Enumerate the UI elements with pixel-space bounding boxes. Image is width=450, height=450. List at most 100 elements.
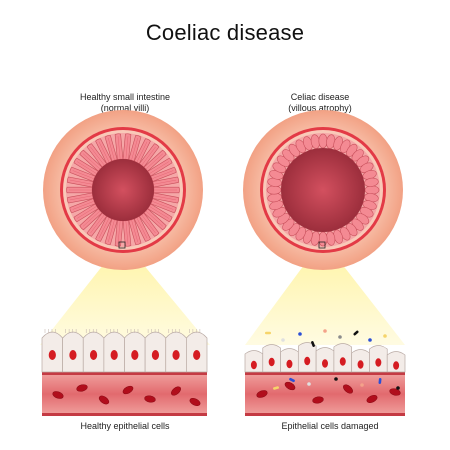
villus-core — [125, 220, 129, 244]
page-title: Coeliac disease — [145, 20, 305, 45]
celiac-heading-line2: (villous atrophy) — [288, 103, 352, 113]
cell-nucleus — [89, 350, 98, 360]
red-blood-cell — [256, 390, 268, 398]
celiac-zoom-marker — [318, 241, 326, 249]
healthy-zoom-cone — [40, 246, 210, 345]
villus-core — [107, 137, 115, 161]
villus-core — [117, 136, 121, 160]
villus-core — [76, 161, 97, 174]
villus-core — [141, 146, 156, 166]
villus-core — [131, 219, 139, 243]
villus-core — [98, 217, 110, 239]
cell-nucleus — [393, 361, 400, 370]
villus-core — [90, 214, 105, 234]
immune-particle — [334, 377, 338, 381]
gluten-fragment — [311, 341, 315, 347]
cell-nucleus — [268, 357, 275, 367]
healthy-cells-caption: Healthy epithelial cells — [80, 421, 170, 431]
villus-core — [117, 220, 121, 244]
healthy-epithelial-cells — [41, 329, 208, 373]
healthy-heading-line2: (normal villi) — [100, 103, 150, 113]
red-blood-cell — [52, 391, 64, 399]
red-blood-cell — [189, 398, 201, 406]
villus-core — [98, 141, 110, 163]
villus-core — [145, 153, 164, 170]
cell-nucleus — [250, 360, 257, 370]
cell-nucleus — [48, 350, 56, 360]
gluten-particles — [265, 329, 400, 390]
red-blood-cell — [171, 386, 181, 396]
cell-nucleus — [110, 350, 118, 360]
atrophied-villi — [266, 133, 380, 247]
gluten-fragment — [273, 386, 279, 390]
short-villus — [318, 231, 328, 247]
healthy-zoom-marker — [118, 241, 126, 249]
gluten-fragment — [265, 331, 271, 335]
immune-particle — [298, 332, 302, 336]
damaged-epithelial-cells — [244, 342, 406, 373]
red-blood-cell — [98, 395, 110, 405]
healthy-heading-line1: Healthy small intestine — [79, 92, 171, 102]
villus-core — [125, 136, 129, 160]
healthy-tissue-strip — [41, 329, 208, 416]
red-blood-cell — [122, 385, 134, 395]
cell-nucleus — [69, 350, 77, 360]
red-blood-cell — [284, 381, 296, 391]
immune-particle — [360, 383, 364, 387]
healthy-lumen — [92, 159, 154, 221]
cell-nucleus — [339, 357, 346, 366]
villus-core — [72, 200, 95, 210]
red-blood-cell — [312, 396, 324, 404]
short-villus — [318, 133, 328, 149]
immune-particle — [338, 335, 342, 339]
villus-core — [90, 146, 105, 166]
red-blood-cell — [76, 384, 88, 392]
villus-core — [141, 214, 156, 234]
celiac-zoom-cone — [245, 246, 405, 345]
cell-nucleus — [375, 358, 382, 367]
cell-nucleus — [151, 350, 160, 360]
healthy-blood-vessel — [42, 372, 207, 416]
cell-nucleus — [357, 360, 364, 369]
immune-particle — [323, 329, 327, 333]
damaged-blood-vessel — [245, 372, 405, 416]
villus-core — [107, 219, 115, 243]
celiac-intestine-cross-section — [243, 110, 403, 270]
gluten-fragment — [353, 330, 359, 336]
immune-particle — [396, 386, 400, 390]
villus-core — [69, 195, 93, 201]
gluten-fragment — [289, 377, 295, 383]
gluten-fragment — [378, 377, 382, 385]
cell-nucleus — [304, 356, 311, 366]
cell-nucleus — [322, 359, 328, 368]
healthy-villi — [66, 133, 180, 247]
damaged-blood-cells — [256, 381, 401, 404]
villus-core — [136, 217, 148, 239]
damaged-tissue-strip — [244, 329, 406, 416]
cell-nucleus — [193, 350, 201, 360]
immune-particle — [307, 382, 311, 386]
villus-core — [136, 141, 148, 163]
red-blood-cell — [389, 388, 401, 396]
healthy-intestine-heading: Healthy small intestine (normal villi) — [60, 92, 190, 114]
villus-core — [151, 170, 174, 180]
red-blood-cell — [144, 395, 156, 403]
villus-core — [149, 161, 170, 174]
short-villus — [364, 185, 380, 195]
celiac-intestine-heading: Celiac disease (villous atrophy) — [255, 92, 385, 114]
short-villus — [266, 185, 282, 195]
villus-core — [76, 206, 97, 219]
short-villus — [364, 177, 379, 187]
cell-nucleus — [286, 359, 293, 369]
villus-core — [82, 210, 101, 227]
healthy-intestine-cross-section — [43, 110, 203, 270]
damaged-cells-caption: Epithelial cells damaged — [281, 421, 379, 431]
villus-core — [149, 206, 170, 219]
villus-core — [82, 153, 101, 170]
cell-nucleus — [172, 350, 180, 360]
villus-core — [69, 179, 93, 185]
immune-particle — [383, 334, 387, 338]
red-blood-cell — [343, 384, 353, 394]
celiac-heading-line1: Celiac disease — [290, 92, 350, 102]
